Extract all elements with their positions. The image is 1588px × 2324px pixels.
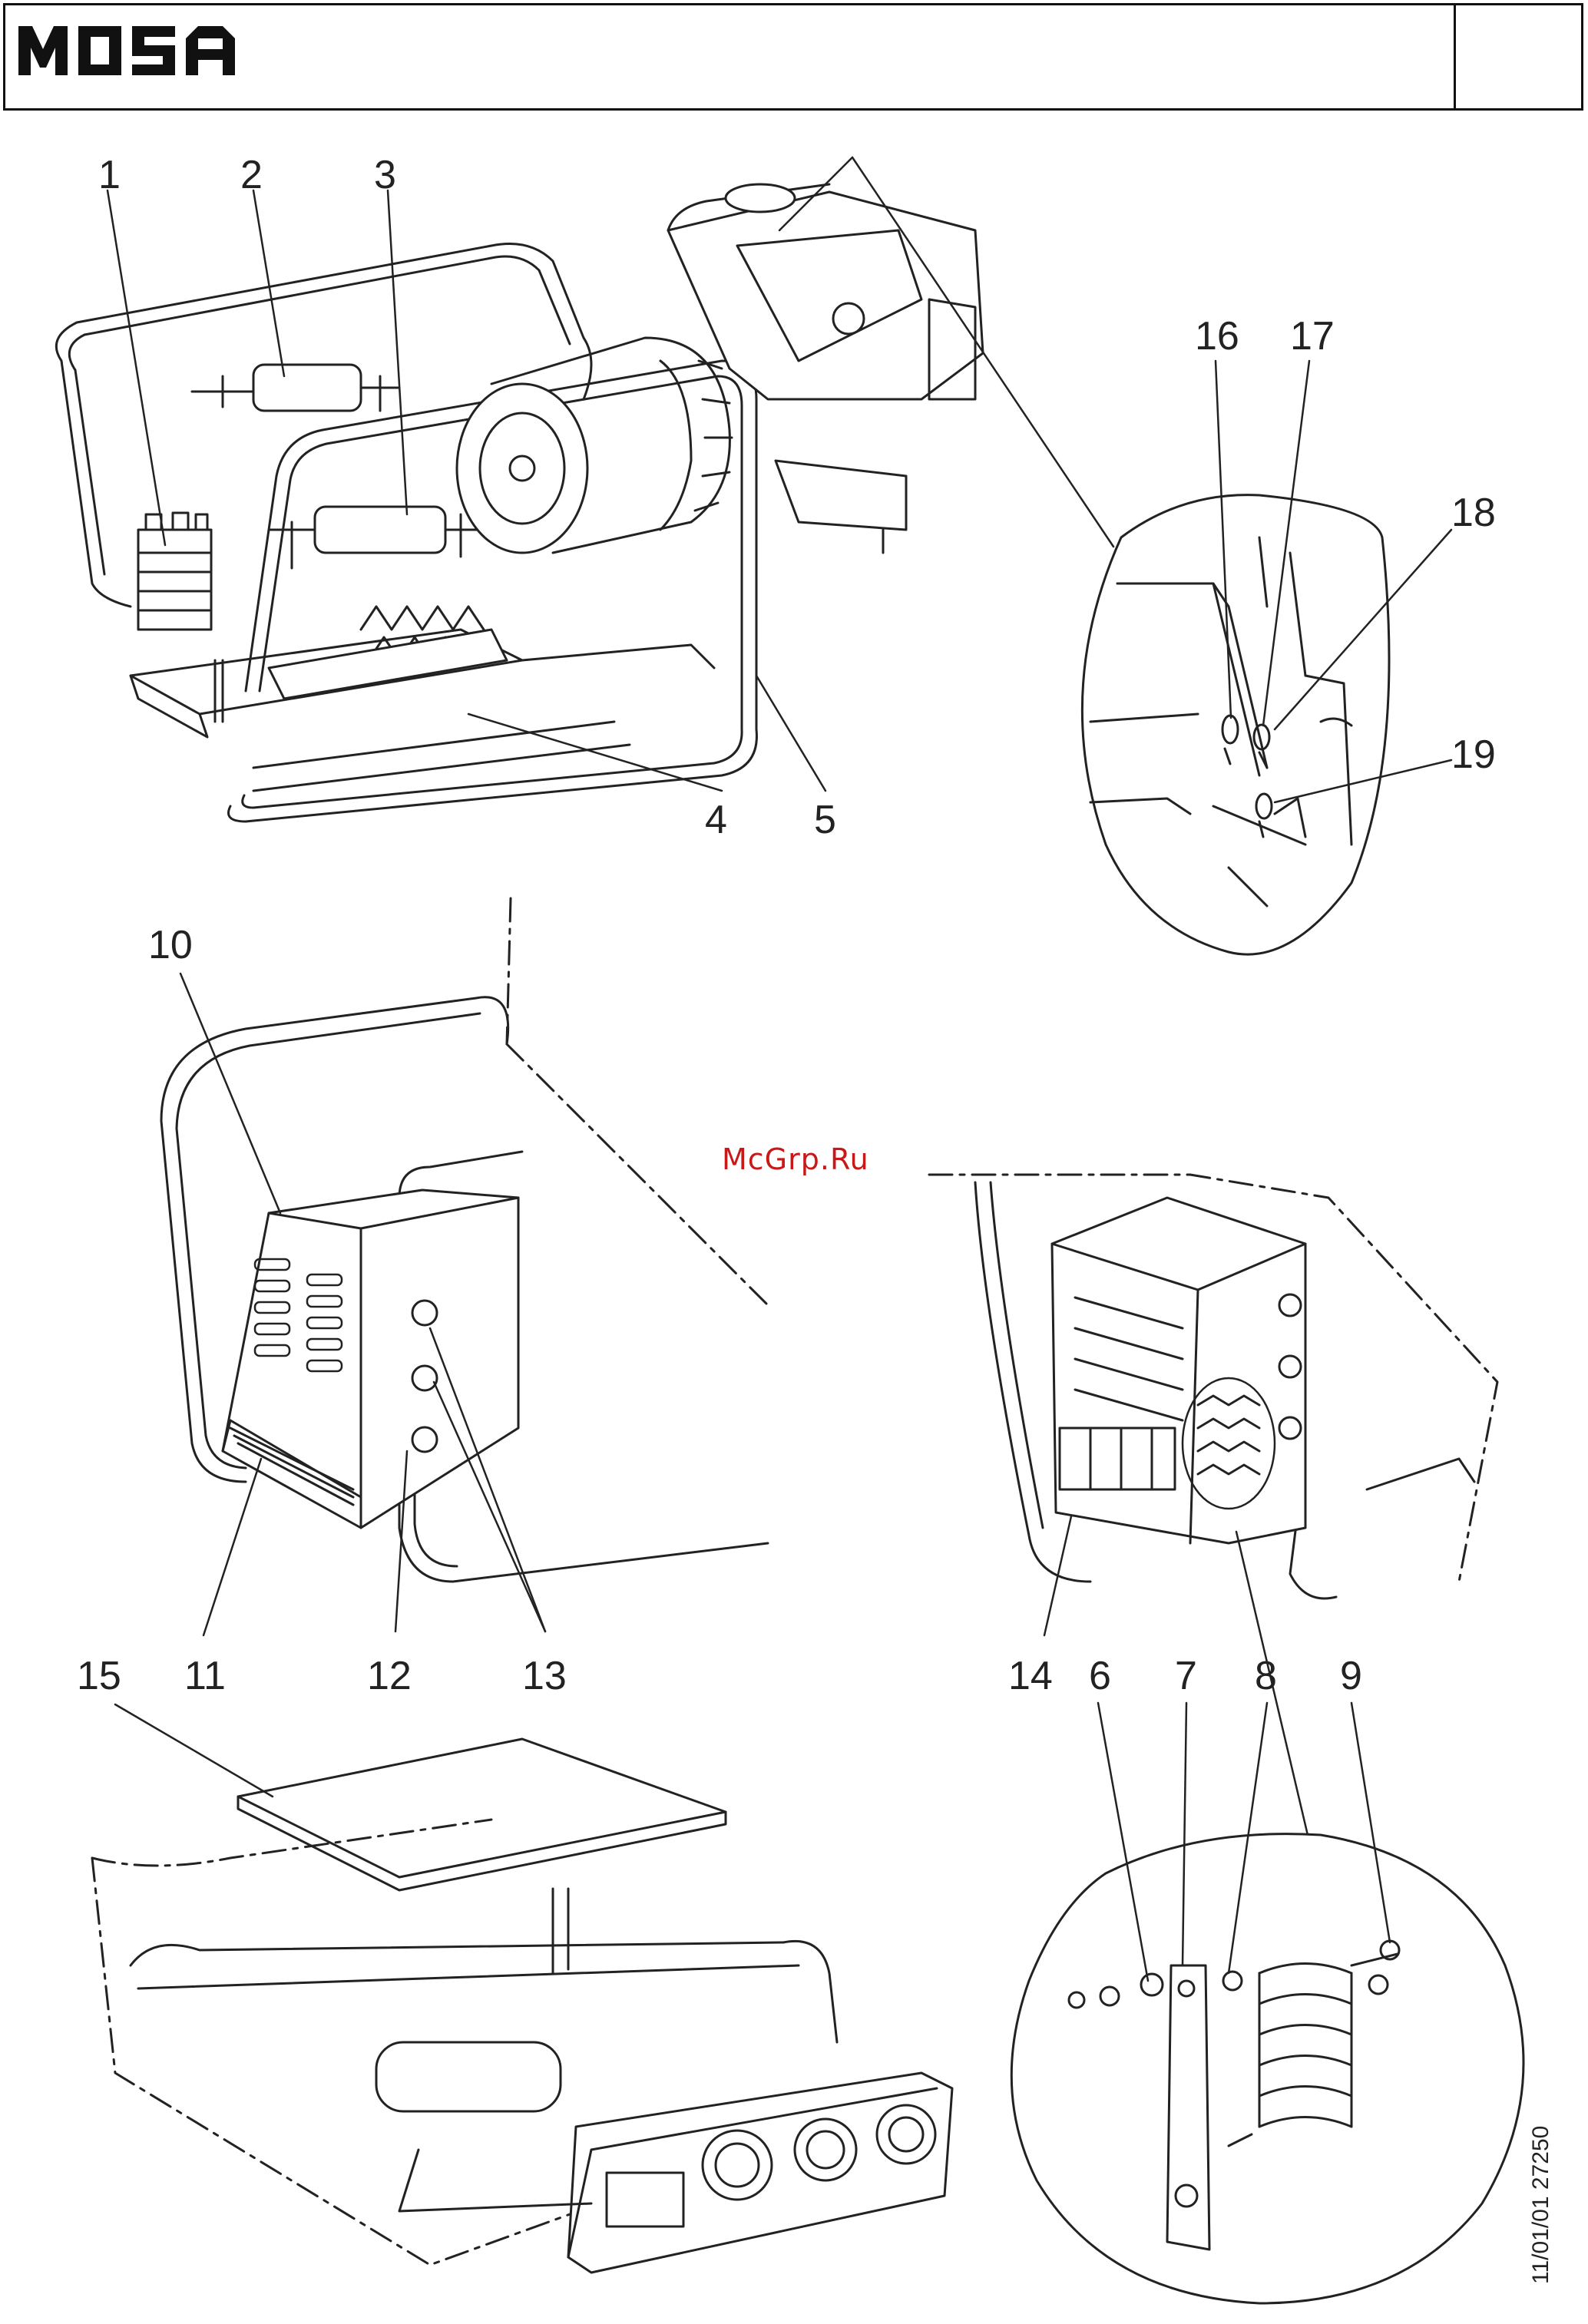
front-panel-drawing [92, 1704, 952, 2273]
callout-11: 11 [184, 1654, 226, 1698]
terminal-detail-drawing [1082, 361, 1451, 954]
callout-3: 3 [374, 153, 396, 197]
callout-9: 9 [1340, 1654, 1362, 1698]
date-code: 11/01/01 27250 [1528, 2126, 1554, 2284]
welding-panel-drawing [161, 898, 768, 1635]
callout-4: 4 [705, 798, 727, 842]
callout-15: 15 [77, 1654, 121, 1698]
callout-19: 19 [1451, 732, 1496, 777]
callout-18: 18 [1451, 491, 1496, 535]
callout-6: 6 [1089, 1654, 1111, 1698]
watermark-text: McGrp.Ru [722, 1142, 869, 1176]
callout-7: 7 [1175, 1654, 1197, 1698]
internal-components-drawing [929, 1175, 1497, 1873]
callout-1: 1 [98, 153, 121, 197]
callout-8: 8 [1255, 1654, 1277, 1698]
callout-12: 12 [367, 1654, 412, 1698]
callout-2: 2 [240, 153, 263, 197]
callout-10: 10 [148, 923, 193, 967]
callout-16: 16 [1195, 314, 1239, 359]
callout-17: 17 [1290, 314, 1335, 359]
generator-assembly-drawing [56, 157, 1113, 821]
callout-13: 13 [522, 1654, 567, 1698]
callout-14: 14 [1008, 1654, 1053, 1698]
callout-5: 5 [814, 798, 836, 842]
coil-detail-drawing [1011, 1703, 1523, 2303]
